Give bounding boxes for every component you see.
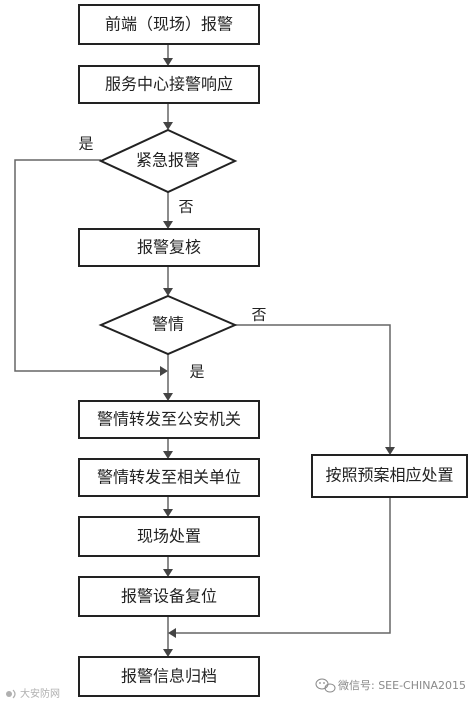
arrow-plan-to-merge: [168, 628, 176, 638]
node-front-alarm: 前端（现场）报警: [78, 4, 260, 45]
arrow-front-to-center: [163, 58, 173, 66]
node-emergency-decision-label: 紧急报警: [136, 151, 200, 170]
edge-plan-to-merge: [176, 497, 391, 634]
wechat-icon: [315, 678, 336, 693]
arrow-alarm-yes: [163, 393, 173, 401]
edge-label-emergency-no: 否: [178, 198, 193, 216]
arrow-alarm-no: [385, 447, 395, 455]
node-archive-label: 报警信息归档: [121, 667, 217, 686]
arrow-center-to-emergency: [163, 122, 173, 130]
node-forward-police: 警情转发至公安机关: [78, 400, 260, 439]
arrow-review-to-alarm: [163, 288, 173, 296]
node-alarm-review-label: 报警复核: [137, 238, 201, 257]
edge-emergency-yes: [14, 159, 160, 372]
watermark-left-text: 大安防网: [20, 687, 60, 700]
arrow-emergency-no: [163, 221, 173, 229]
edge-label-emergency-yes: 是: [78, 135, 93, 153]
watermark-right-text: 微信号: SEE-CHINA2015: [338, 678, 466, 692]
node-forward-police-label: 警情转发至公安机关: [97, 410, 241, 429]
node-equipment-reset: 报警设备复位: [78, 576, 260, 617]
node-front-alarm-label: 前端（现场）报警: [105, 15, 233, 34]
node-alarm-decision-label: 警情: [152, 315, 184, 334]
arrow-reset-to-archive: [163, 649, 173, 657]
node-equipment-reset-label: 报警设备复位: [121, 587, 217, 606]
node-archive: 报警信息归档: [78, 656, 260, 697]
node-center-receive-label: 服务中心接警响应: [105, 75, 233, 94]
arrow-onsite-to-reset: [163, 569, 173, 577]
node-forward-units-label: 警情转发至相关单位: [97, 468, 241, 487]
node-emergency-decision: 紧急报警: [98, 128, 238, 194]
node-onsite-label: 现场处置: [137, 527, 201, 546]
logo-icon: [6, 689, 16, 699]
connectors: [14, 44, 395, 657]
watermark-left: 大安防网: [6, 687, 60, 700]
arrow-units-to-onsite: [163, 509, 173, 517]
node-alarm-review: 报警复核: [78, 228, 260, 267]
node-onsite: 现场处置: [78, 516, 260, 557]
node-center-receive: 服务中心接警响应: [78, 65, 260, 104]
node-plan-handle: 按照预案相应处置: [311, 454, 468, 498]
arrow-police-to-units: [163, 451, 173, 459]
node-alarm-decision: 警情: [98, 294, 238, 356]
edge-label-alarm-no: 否: [251, 306, 266, 324]
edge-label-alarm-yes: 是: [189, 363, 204, 381]
node-forward-units: 警情转发至相关单位: [78, 458, 260, 497]
arrow-emergency-yes: [160, 366, 168, 376]
watermark-right: 微信号: SEE-CHINA2015: [315, 678, 466, 693]
node-plan-handle-label: 按照预案相应处置: [325, 466, 453, 485]
edge-alarm-no: [235, 324, 391, 448]
